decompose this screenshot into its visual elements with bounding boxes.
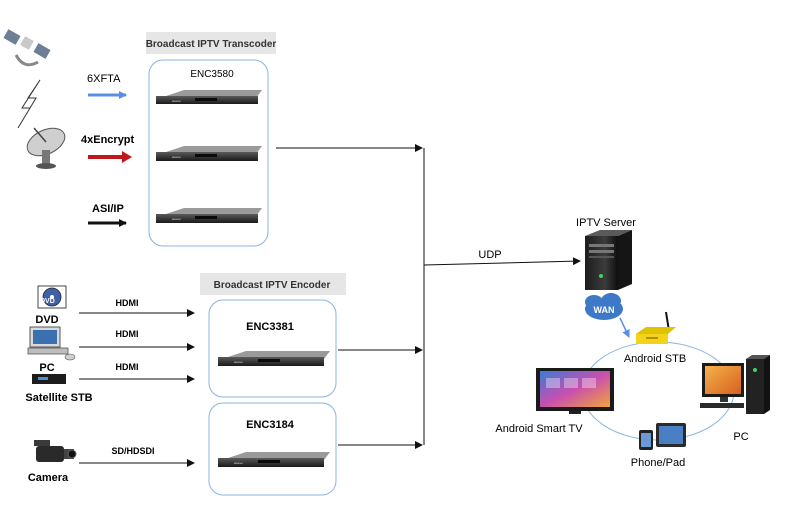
transcoder-unit-1: eleevo	[156, 90, 262, 104]
enc3381-unit: eleevo	[218, 351, 330, 366]
satellite-icon	[3, 29, 51, 67]
svg-text:eleevo: eleevo	[172, 217, 181, 221]
encoder-group: Broadcast IPTV Encoder ENC3381 eleevo EN…	[200, 273, 346, 496]
svg-text:eleevo: eleevo	[172, 155, 181, 159]
link-label-sd-hdsdi: SD/HDSDI	[111, 446, 154, 456]
svg-text:DVD: DVD	[40, 298, 55, 305]
lightning-icon	[17, 79, 41, 129]
link-label-hdmi-1: HDMI	[116, 298, 139, 308]
android-stb-icon	[636, 311, 676, 344]
transcoder-unit-3: eleevo	[156, 208, 262, 223]
source-label-pc: PC	[39, 362, 54, 374]
transcoder-title-box	[146, 32, 276, 54]
client-label-phone-pad: Phone/Pad	[631, 457, 685, 469]
camera-icon	[34, 440, 77, 462]
dvd-icon: DVD	[37, 285, 67, 309]
svg-text:eleevo: eleevo	[172, 99, 181, 103]
enc3184-label: ENC3184	[246, 419, 295, 431]
encoder-box-enc3184	[208, 402, 337, 496]
smart-tv-icon	[536, 368, 614, 414]
pc-source-icon	[27, 326, 76, 361]
input-label-asi-ip: ASI/IP	[92, 203, 124, 215]
svg-text:eleevo: eleevo	[234, 360, 243, 364]
transcoder-group: Broadcast IPTV Transcoder ENC3580 eleevo…	[146, 32, 277, 247]
udp-link-arrow	[423, 257, 581, 266]
source-label-satellite-stb: Satellite STB	[25, 392, 92, 404]
source-label-dvd: DVD	[35, 314, 58, 326]
client-label-pc: PC	[733, 431, 748, 443]
input-label-4xencrypt: 4xEncrypt	[81, 134, 135, 146]
udp-label: UDP	[478, 249, 501, 261]
satellite-stb-icon	[32, 374, 66, 384]
link-label-hdmi-2: HDMI	[116, 329, 139, 339]
enc3381-label: ENC3381	[246, 321, 294, 333]
satellite-dish-icon	[26, 127, 66, 169]
enc3184-unit: eleevo	[218, 452, 330, 467]
wan-to-stb-arrow	[619, 317, 630, 338]
input-label-6xfta: 6XFTA	[87, 73, 121, 85]
wan-cloud-icon	[585, 293, 623, 320]
client-label-smart-tv: Android Smart TV	[495, 423, 583, 435]
iptv-server-icon	[585, 230, 632, 290]
encoder-box-enc3381	[208, 299, 337, 398]
transcoder-unit-2: eleevo	[156, 146, 262, 161]
transcoder-title: Broadcast IPTV Transcoder	[146, 39, 277, 50]
encoder-title: Broadcast IPTV Encoder	[214, 280, 331, 291]
phone-pad-icon	[639, 423, 686, 450]
link-label-hdmi-3: HDMI	[116, 362, 139, 372]
client-label-android-stb: Android STB	[624, 353, 686, 365]
svg-text:eleevo: eleevo	[234, 461, 243, 465]
wan-label: WAN	[594, 305, 615, 315]
pc-client-icon	[700, 355, 770, 414]
aggregation-lines	[276, 144, 425, 449]
transcoder-model-label: ENC3580	[190, 69, 234, 80]
iptv-server-label: IPTV Server	[576, 217, 636, 229]
encoder-title-box	[200, 273, 346, 295]
source-label-camera: Camera	[28, 472, 69, 484]
